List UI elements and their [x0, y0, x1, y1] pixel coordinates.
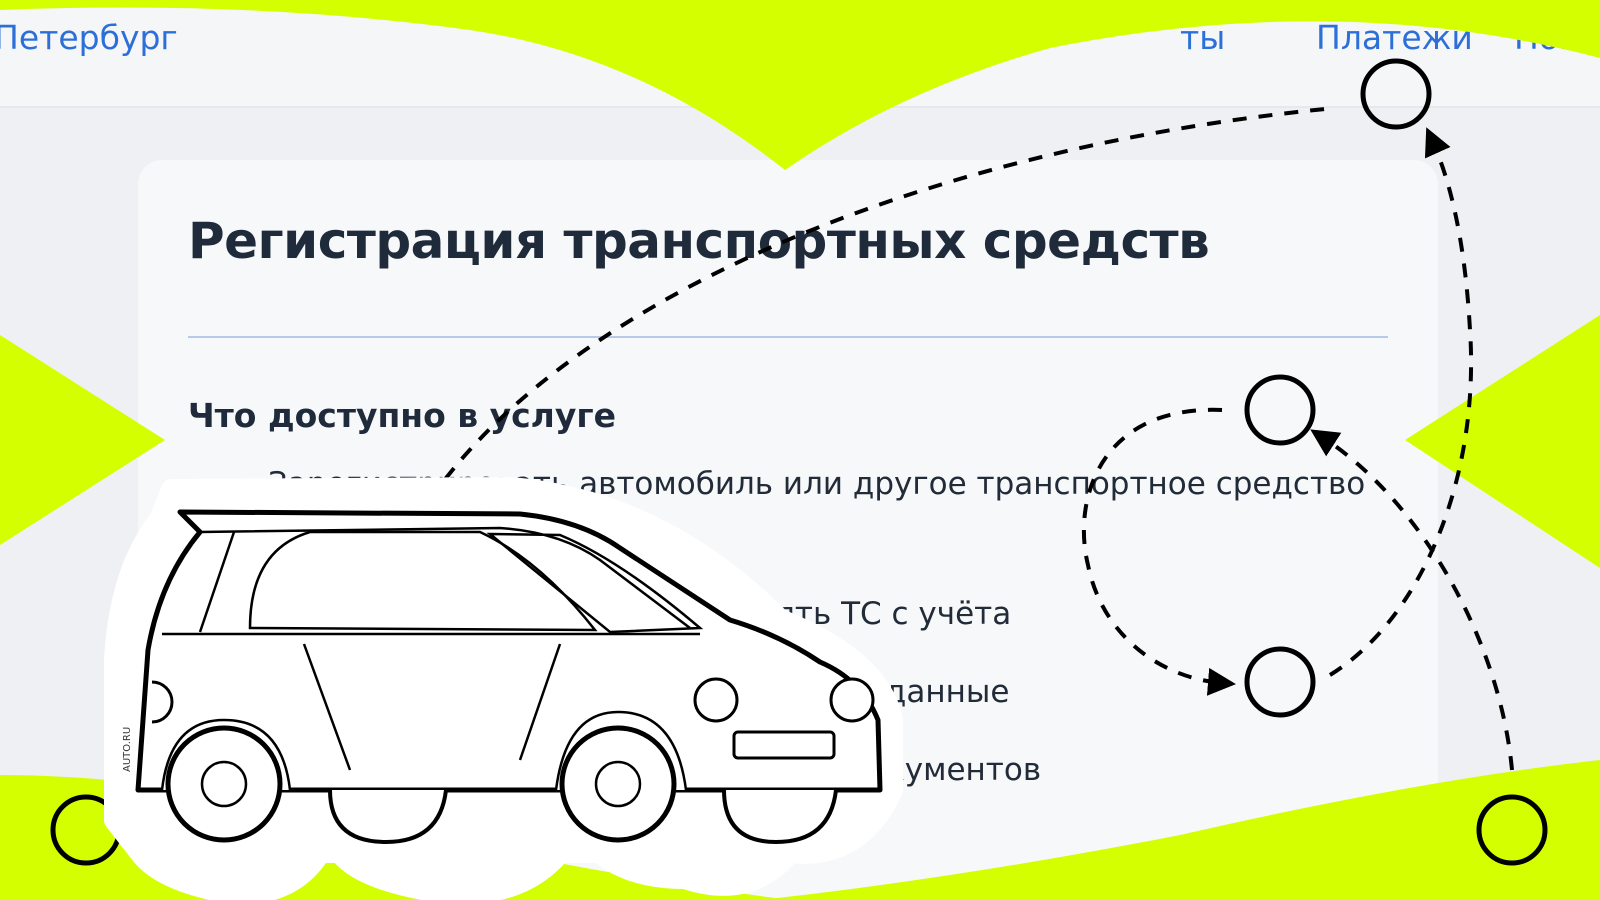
- page-title: Регистрация транспортных средств: [188, 212, 1210, 270]
- car-grille: [732, 730, 836, 760]
- dashed-arrow-loop-left: [1081, 407, 1236, 696]
- dashed-arrow-right-loop: [1310, 429, 1514, 771]
- circle-mid: [1244, 374, 1316, 446]
- car-headlight-front: [829, 677, 875, 723]
- lime-right-shape: [1405, 315, 1600, 568]
- service-item-documents[interactable]: кументов: [886, 752, 1042, 788]
- car-window-rear: [486, 532, 704, 634]
- circle-lower: [1244, 646, 1316, 718]
- lime-left-shape: [0, 335, 165, 545]
- lime-top-shape: [0, 0, 1600, 170]
- section-heading: Что доступно в услуге: [188, 396, 616, 435]
- car-watermark: AUTO.RU: [122, 727, 133, 772]
- car-body: [135, 509, 883, 793]
- lime-bottom-right-shape: [760, 760, 1600, 900]
- car-headlight: [693, 677, 739, 723]
- title-divider: [188, 336, 1388, 338]
- dashed-arrow-loop-up: [1328, 127, 1473, 677]
- nav-city-link[interactable]: Петербург: [0, 18, 178, 57]
- circle-top-right: [1360, 58, 1432, 130]
- car-sticker: AUTO.RU: [104, 477, 903, 900]
- dashed-arrow-long: [428, 106, 1336, 502]
- circle-bottom-right: [1476, 794, 1548, 866]
